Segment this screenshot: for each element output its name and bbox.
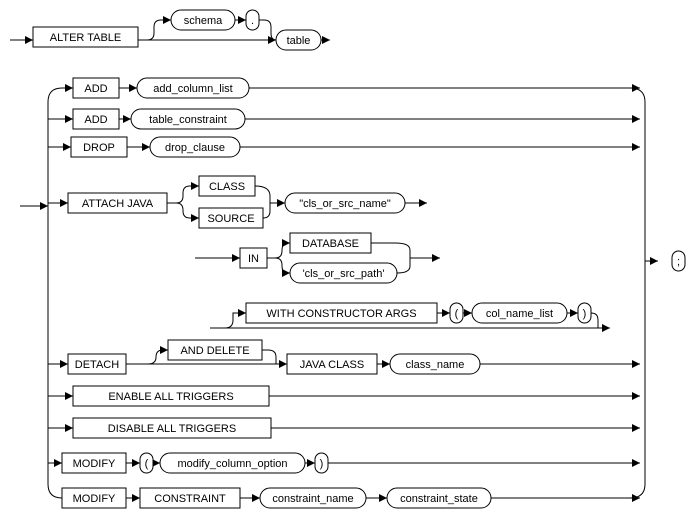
keyword-modify-1: MODIFY <box>61 452 127 474</box>
keyword-modify-label: MODIFY <box>73 493 116 505</box>
term-cls-or-src-path-label: 'cls_or_src_path' <box>303 268 385 280</box>
punct-lparen-2: ( <box>139 452 154 474</box>
keyword-source: SOURCE <box>198 207 264 229</box>
punct-lparen-1: ( <box>449 302 464 324</box>
keyword-alter-table: ALTER TABLE <box>32 26 139 48</box>
punct-rparen-2: ) <box>314 452 329 474</box>
term-schema: schema <box>170 9 236 31</box>
term-cls-or-src-path: 'cls_or_src_path' <box>289 262 398 284</box>
term-add-column-list: add_column_list <box>136 77 250 99</box>
term-table: table <box>275 29 322 51</box>
keyword-disable-all-triggers: DISABLE ALL TRIGGERS <box>72 417 272 439</box>
term-col-name-list: col_name_list <box>471 302 568 324</box>
keyword-add-label: ADD <box>84 114 107 126</box>
term-table-label: table <box>287 35 311 47</box>
term-table-constraint: table_constraint <box>130 108 246 130</box>
keyword-and-delete: AND DELETE <box>167 339 263 361</box>
punct-rparen-label: ) <box>320 458 324 470</box>
keyword-alter-table-label: ALTER TABLE <box>50 32 122 44</box>
term-drop-clause-label: drop_clause <box>165 142 225 154</box>
keyword-drop-label: DROP <box>83 142 115 154</box>
arrowheads <box>25 16 658 502</box>
punct-lparen-label: ( <box>455 308 459 320</box>
term-add-column-list-label: add_column_list <box>153 83 233 95</box>
punct-semicolon-label: ; <box>677 256 680 268</box>
term-col-name-list-label: col_name_list <box>486 308 553 320</box>
keyword-class: CLASS <box>198 175 256 197</box>
keyword-drop: DROP <box>70 136 128 158</box>
keyword-class-label: CLASS <box>209 181 245 193</box>
keyword-detach-label: DETACH <box>75 359 119 371</box>
punct-lparen-label: ( <box>145 458 149 470</box>
punct-rparen-1: ) <box>577 302 592 324</box>
punct-rparen-label: ) <box>583 308 587 320</box>
keyword-and-delete-label: AND DELETE <box>180 345 249 357</box>
punct-dot: . <box>245 9 260 31</box>
keyword-disable-all-triggers-label: DISABLE ALL TRIGGERS <box>108 423 236 435</box>
punct-semicolon: ; <box>671 250 686 272</box>
term-modify-column-option-label: modify_column_option <box>177 458 287 470</box>
term-cls-or-src-name: "cls_or_src_name" <box>284 192 406 214</box>
keyword-with-constructor-args: WITH CONSTRUCTOR ARGS <box>245 302 438 324</box>
keyword-add-label: ADD <box>84 83 107 95</box>
punct-dot-label: . <box>251 15 254 27</box>
keyword-with-constructor-args-label: WITH CONSTRUCTOR ARGS <box>266 308 416 320</box>
keyword-enable-all-triggers: ENABLE ALL TRIGGERS <box>72 385 270 407</box>
keyword-add-1: ADD <box>72 77 120 99</box>
term-constraint-name: constraint_name <box>259 487 367 509</box>
track-lines <box>10 19 658 499</box>
keyword-in-label: IN <box>248 253 259 265</box>
term-drop-clause: drop_clause <box>149 136 241 158</box>
keyword-java-class-label: JAVA CLASS <box>300 359 364 371</box>
keyword-detach: DETACH <box>67 353 127 375</box>
keyword-database-label: DATABASE <box>302 238 359 250</box>
term-constraint-name-label: constraint_name <box>272 493 353 505</box>
term-schema-label: schema <box>184 15 223 27</box>
keyword-add-2: ADD <box>72 108 120 130</box>
keyword-enable-all-triggers-label: ENABLE ALL TRIGGERS <box>108 391 233 403</box>
term-modify-column-option: modify_column_option <box>159 452 306 474</box>
keyword-modify-2: MODIFY <box>61 487 127 509</box>
keyword-source-label: SOURCE <box>207 213 254 225</box>
keyword-attach-java-label: ATTACH JAVA <box>82 198 154 210</box>
keyword-attach-java: ATTACH JAVA <box>67 192 168 214</box>
term-class-name-label: class_name <box>406 359 465 371</box>
keyword-constraint: CONSTRAINT <box>139 487 241 509</box>
term-constraint-state: constraint_state <box>386 487 492 509</box>
keyword-modify-label: MODIFY <box>73 458 116 470</box>
keyword-java-class: JAVA CLASS <box>286 353 378 375</box>
term-class-name: class_name <box>389 353 481 375</box>
keyword-database: DATABASE <box>289 232 372 254</box>
term-cls-or-src-name-label: "cls_or_src_name" <box>299 198 391 210</box>
term-constraint-state-label: constraint_state <box>400 493 478 505</box>
keyword-in: IN <box>239 247 268 269</box>
term-table-constraint-label: table_constraint <box>149 114 227 126</box>
keyword-constraint-label: CONSTRAINT <box>154 493 226 505</box>
